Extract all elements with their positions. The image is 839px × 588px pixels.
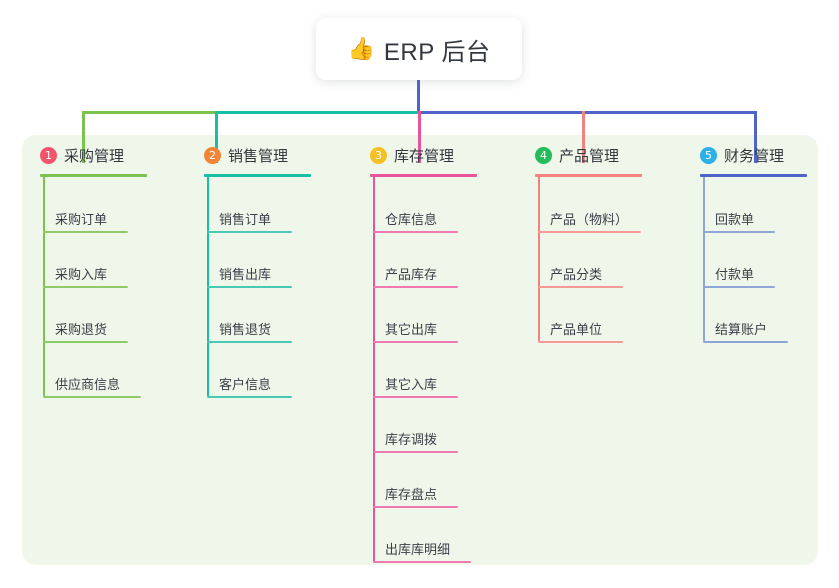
root-node-content: 👍 ERP 后台 — [348, 32, 491, 67]
leaf-underline — [207, 286, 292, 288]
leaf-label[interactable]: 出库库明细 — [385, 542, 451, 557]
leaf-label[interactable]: 其它出库 — [385, 322, 438, 337]
column-title: 库存管理 — [394, 147, 455, 165]
leaf-underline — [703, 341, 788, 343]
column-badge: 5 — [700, 146, 717, 164]
column-underline — [204, 174, 311, 177]
leaf-label[interactable]: 销售订单 — [219, 212, 272, 227]
column-badge: 4 — [535, 146, 552, 164]
leaf-label[interactable]: 回款单 — [715, 212, 755, 227]
column-sales: 2 销售管理 销售订单 销售出库 销售退货 客户信息 — [204, 143, 354, 398]
leaf-label[interactable]: 结算账户 — [715, 322, 768, 337]
leaf-underline — [207, 396, 292, 398]
column-title: 财务管理 — [724, 147, 785, 165]
leaf-label[interactable]: 销售退货 — [219, 322, 272, 337]
column-header[interactable]: 4 产品管理 — [535, 143, 705, 167]
leaf-underline — [538, 286, 623, 288]
column-stem-line — [703, 177, 705, 341]
leaf-label[interactable]: 库存盘点 — [385, 487, 438, 502]
column-title: 销售管理 — [228, 147, 289, 165]
leaf-underline — [43, 341, 128, 343]
leaf-label[interactable]: 付款单 — [715, 267, 755, 282]
leaf-label[interactable]: 产品单位 — [550, 322, 603, 337]
column-product: 4 产品管理 产品（物料） 产品分类 产品单位 — [535, 143, 705, 343]
leaf-underline — [703, 286, 775, 288]
column-finance: 5 财务管理 回款单 付款单 结算账户 — [700, 143, 839, 343]
bus-segment-blue — [418, 111, 756, 114]
leaf-label[interactable]: 仓库信息 — [385, 212, 438, 227]
column-header[interactable]: 3 库存管理 — [370, 143, 530, 167]
leaf-label[interactable]: 供应商信息 — [55, 377, 121, 392]
column-badge: 3 — [370, 146, 387, 164]
bus-segment-teal — [215, 111, 420, 114]
column-underline — [535, 174, 642, 177]
bus-segment-green — [82, 111, 217, 114]
thumbs-up-icon: 👍 — [347, 36, 375, 61]
column-stem-line — [538, 177, 540, 341]
leaf-label[interactable]: 其它入库 — [385, 377, 438, 392]
leaf-underline — [703, 231, 775, 233]
root-node-label: ERP 后台 — [383, 38, 491, 66]
drop-line-col2 — [215, 111, 218, 163]
leaf-underline — [43, 231, 128, 233]
leaf-label[interactable]: 采购退货 — [55, 322, 108, 337]
root-node-card[interactable]: 👍 ERP 后台 — [316, 18, 522, 80]
leaf-underline — [373, 286, 458, 288]
root-trunk-line — [417, 80, 420, 113]
leaf-label[interactable]: 产品（物料） — [550, 212, 629, 227]
column-underline — [40, 174, 147, 177]
column-purchasing: 1 采购管理 采购订单 采购入库 采购退货 供应商信息 — [40, 143, 190, 398]
leaf-label[interactable]: 采购订单 — [55, 212, 108, 227]
leaf-underline — [538, 341, 623, 343]
leaf-underline — [207, 341, 292, 343]
leaf-underline — [373, 506, 458, 508]
leaf-underline — [373, 561, 471, 563]
leaf-underline — [43, 396, 141, 398]
leaf-label[interactable]: 客户信息 — [219, 377, 272, 392]
drop-line-col5 — [754, 111, 757, 163]
leaf-underline — [373, 396, 458, 398]
column-inventory: 3 库存管理 仓库信息 产品库存 其它出库 其它入库 库存调拨 库存盘点 出库库… — [370, 143, 530, 563]
leaf-label[interactable]: 采购入库 — [55, 267, 108, 282]
leaf-label[interactable]: 产品分类 — [550, 267, 603, 282]
column-title: 采购管理 — [64, 147, 125, 165]
drop-line-col1 — [82, 111, 85, 163]
column-header[interactable]: 1 采购管理 — [40, 143, 190, 167]
leaf-underline — [373, 451, 458, 453]
column-header[interactable]: 5 财务管理 — [700, 143, 839, 167]
diagram-panel — [22, 135, 818, 565]
drop-line-col4 — [582, 111, 585, 163]
column-stem-line — [373, 177, 375, 561]
column-underline — [700, 174, 807, 177]
leaf-underline — [207, 231, 292, 233]
column-title: 产品管理 — [559, 147, 620, 165]
leaf-label[interactable]: 产品库存 — [385, 267, 438, 282]
leaf-label[interactable]: 销售出库 — [219, 267, 272, 282]
leaf-underline — [373, 341, 458, 343]
leaf-underline — [373, 231, 458, 233]
leaf-underline — [43, 286, 128, 288]
column-underline — [370, 174, 477, 177]
drop-line-col3 — [418, 111, 421, 163]
column-badge: 1 — [40, 146, 57, 164]
leaf-label[interactable]: 库存调拨 — [385, 432, 438, 447]
column-header[interactable]: 2 销售管理 — [204, 143, 354, 167]
leaf-underline — [538, 231, 641, 233]
column-badge: 2 — [204, 146, 221, 164]
